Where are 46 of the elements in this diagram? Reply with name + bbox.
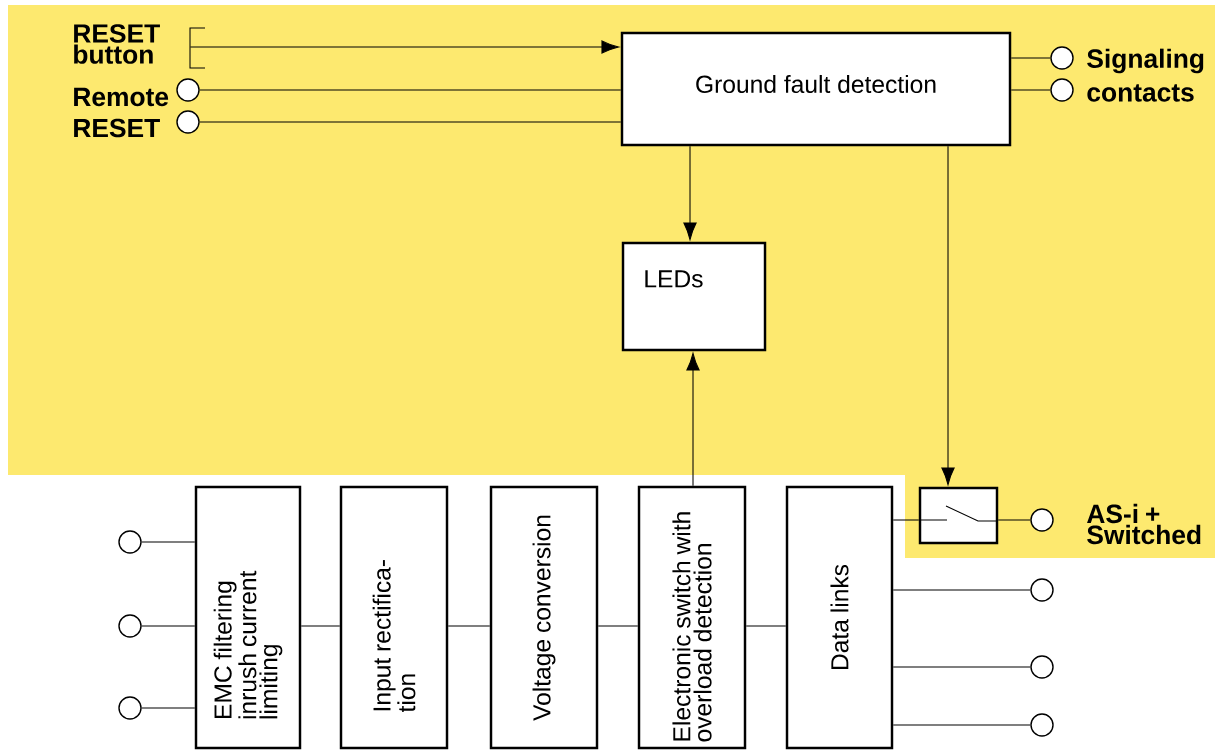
terminal-circle <box>1050 78 1074 102</box>
connector-line <box>997 519 1031 521</box>
connector-line <box>892 589 1031 591</box>
process-box: Voltage conversion <box>489 485 599 750</box>
connector-line <box>189 40 620 54</box>
process-box: Input rectifica-tion <box>339 485 449 750</box>
terminal-circle <box>176 110 200 134</box>
connector-line <box>141 625 196 627</box>
connector-line <box>686 352 700 487</box>
connector-line <box>941 145 955 486</box>
connector-line <box>1010 89 1051 91</box>
connector-line <box>447 625 491 627</box>
terminal-label: RESET button <box>74 24 160 64</box>
terminal-label: Remote <box>74 87 169 107</box>
connector-line <box>141 541 196 543</box>
connector-line <box>892 519 920 521</box>
terminal-label: AS-i + Switched <box>1087 503 1201 545</box>
connector-line <box>745 625 787 627</box>
terminal-label: contacts <box>1087 84 1194 102</box>
terminal-circle <box>1030 655 1054 679</box>
terminal-circle <box>1030 508 1054 532</box>
terminal-circle <box>118 530 142 554</box>
terminal-circle <box>1050 46 1074 70</box>
connector-line <box>597 625 639 627</box>
connector-line <box>683 145 697 241</box>
process-box: Ground fault detection <box>620 31 1012 147</box>
connector-line <box>892 666 1031 668</box>
terminal-circle <box>176 78 200 102</box>
terminal-label: Signaling <box>1087 48 1204 74</box>
connector-line <box>892 724 1031 726</box>
connector-line <box>141 707 196 709</box>
terminal-circle <box>1030 578 1054 602</box>
process-box: Data links <box>785 485 894 750</box>
terminal-circle <box>1030 713 1054 737</box>
connector-line <box>199 89 622 91</box>
terminal-circle <box>118 696 142 720</box>
switch-box <box>918 486 999 545</box>
process-box: Electronic switch with overload detection <box>637 485 747 750</box>
connector-line <box>199 121 622 123</box>
push-button-symbol <box>189 27 206 69</box>
process-box: EMC filtering inrush current limiting <box>194 485 302 750</box>
connector-line <box>1010 57 1051 59</box>
connector-line <box>300 625 341 627</box>
process-box: LEDs <box>621 241 767 352</box>
terminal-circle <box>118 614 142 638</box>
terminal-label: RESET <box>74 118 160 138</box>
